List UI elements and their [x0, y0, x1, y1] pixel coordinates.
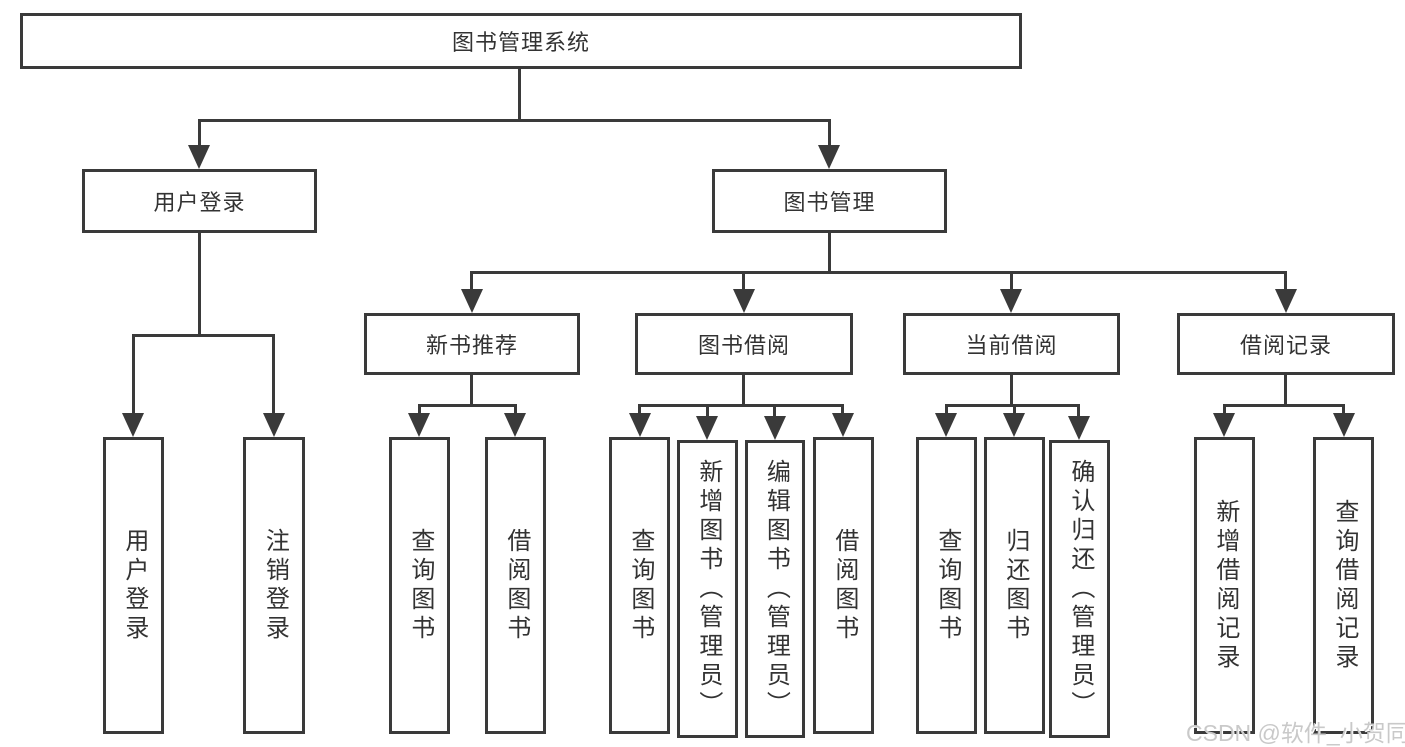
node-borrow-record: 借阅记录	[1177, 313, 1395, 375]
leaf-label: 注销登录	[261, 527, 289, 644]
node-label: 图书管理	[783, 190, 876, 215]
connector-vline	[742, 375, 745, 406]
arrowhead-icon	[188, 145, 210, 169]
leaf-label: 归还图书	[1001, 527, 1029, 644]
leaf-cb-return-book: 归还图书	[984, 437, 1045, 734]
arrowhead-icon	[629, 413, 651, 437]
leaf-logout: 注销登录	[243, 437, 305, 734]
connector-hline	[638, 404, 844, 407]
leaf-bb-edit-book: 编辑图书（管理员）	[745, 440, 805, 738]
connector-vline	[272, 334, 275, 416]
connector-vline	[418, 404, 421, 416]
arrowhead-icon	[1000, 289, 1022, 313]
node-new-book-recommend: 新书推荐	[364, 313, 580, 375]
connector-hline	[1223, 404, 1345, 407]
arrowhead-icon	[263, 413, 285, 437]
leaf-bb-borrow-book: 借阅图书	[813, 437, 874, 734]
leaf-label: 查询图书	[406, 527, 434, 644]
connector-hline	[945, 404, 1079, 407]
leaf-cb-query-book: 查询图书	[916, 437, 977, 734]
leaf-label: 查询图书	[933, 527, 961, 644]
arrowhead-icon	[1333, 413, 1355, 437]
leaf-label: 新增借阅记录	[1211, 498, 1239, 673]
leaf-cb-confirm-return: 确认归还（管理员）	[1049, 440, 1110, 738]
connector-vline	[198, 119, 201, 147]
node-book-borrow: 图书借阅	[635, 313, 853, 375]
arrowhead-icon	[818, 145, 840, 169]
leaf-label: 用户登录	[120, 527, 148, 644]
connector-vline	[742, 271, 745, 291]
node-user-login: 用户登录	[82, 169, 317, 233]
arrowhead-icon	[504, 413, 526, 437]
node-label: 当前借阅	[965, 333, 1058, 358]
arrowhead-icon	[408, 413, 430, 437]
connector-vline	[773, 404, 776, 416]
arrowhead-icon	[733, 289, 755, 313]
leaf-bb-add-book: 新增图书（管理员）	[677, 440, 738, 738]
connector-hline	[470, 271, 1287, 274]
leaf-label: 借阅图书	[830, 527, 858, 644]
node-label: 图书管理系统	[451, 30, 590, 55]
arrowhead-icon	[461, 289, 483, 313]
connector-vline	[470, 271, 473, 291]
connector-vline	[1010, 375, 1013, 406]
connector-vline	[828, 233, 831, 273]
node-label: 用户登录	[153, 190, 246, 215]
connector-vline	[132, 334, 135, 416]
connector-vline	[638, 404, 641, 416]
connector-vline	[514, 404, 517, 416]
connector-vline	[706, 404, 709, 416]
leaf-label: 确认归还（管理员）	[1066, 458, 1094, 720]
leaf-label: 查询借阅记录	[1330, 498, 1358, 673]
leaf-nb-borrow-book: 借阅图书	[485, 437, 546, 734]
connector-hline	[418, 404, 517, 407]
leaf-label: 查询图书	[626, 527, 654, 644]
connector-vline	[1284, 375, 1287, 406]
connector-vline	[1223, 404, 1226, 416]
arrowhead-icon	[122, 413, 144, 437]
arrowhead-icon	[935, 413, 957, 437]
watermark: CSDN @软件_小贺同学	[1186, 720, 1405, 746]
arrowhead-icon	[1275, 289, 1297, 313]
leaf-label: 新增图书（管理员）	[694, 458, 722, 720]
leaf-br-query-record: 查询借阅记录	[1313, 437, 1374, 734]
leaf-bb-query-book: 查询图书	[609, 437, 670, 734]
node-label: 借阅记录	[1239, 333, 1332, 358]
leaf-label: 编辑图书（管理员）	[762, 458, 790, 720]
connector-vline	[945, 404, 948, 416]
arrowhead-icon	[1068, 416, 1090, 440]
connector-vline	[518, 69, 521, 119]
node-label: 新书推荐	[425, 333, 518, 358]
connector-vline	[198, 233, 201, 335]
connector-hline	[132, 334, 274, 337]
node-book-management: 图书管理	[712, 169, 947, 233]
leaf-user-login: 用户登录	[103, 437, 164, 734]
connector-vline	[1013, 404, 1016, 416]
node-label: 图书借阅	[697, 333, 790, 358]
node-current-borrow: 当前借阅	[903, 313, 1120, 375]
connector-vline	[1010, 271, 1013, 291]
arrowhead-icon	[1213, 413, 1235, 437]
arrowhead-icon	[1003, 413, 1025, 437]
connector-hline	[198, 119, 831, 122]
connector-vline	[841, 404, 844, 416]
connector-vline	[1077, 404, 1080, 416]
connector-vline	[1284, 271, 1287, 291]
leaf-label: 借阅图书	[502, 527, 530, 644]
connector-vline	[828, 119, 831, 147]
connector-vline	[470, 375, 473, 406]
connector-vline	[1342, 404, 1345, 416]
leaf-nb-query-book: 查询图书	[389, 437, 450, 734]
leaf-br-add-record: 新增借阅记录	[1194, 437, 1255, 734]
node-root: 图书管理系统	[20, 13, 1022, 69]
arrowhead-icon	[832, 413, 854, 437]
arrowhead-icon	[764, 416, 786, 440]
arrowhead-icon	[696, 416, 718, 440]
